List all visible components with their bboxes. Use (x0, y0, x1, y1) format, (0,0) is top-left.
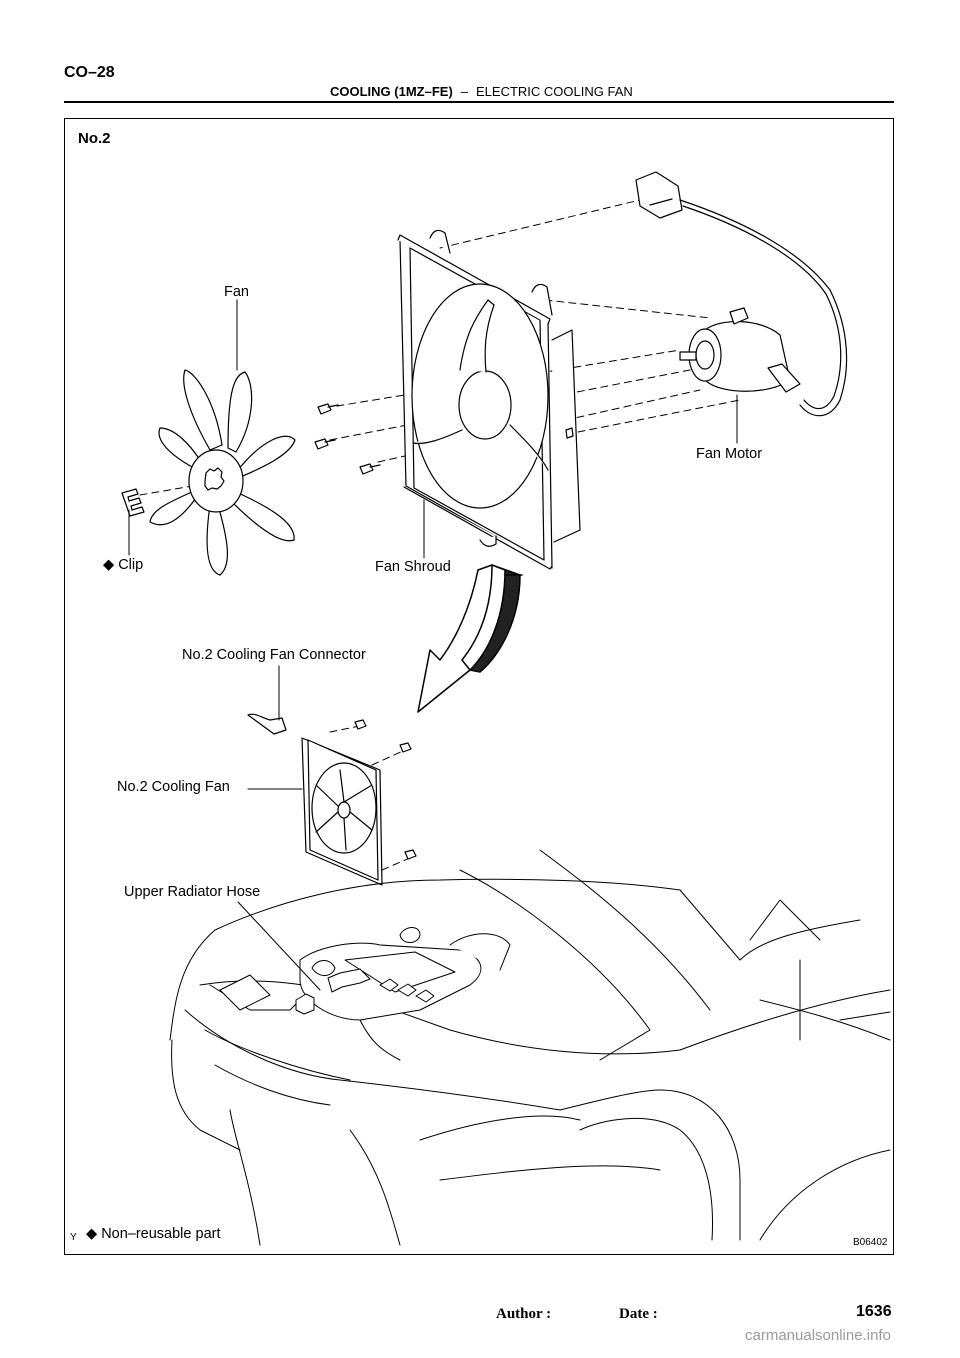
running-header: COOLING (1MZ–FE)–ELECTRIC COOLING FAN (330, 84, 633, 99)
legend: ◆ Non–reusable part (86, 1226, 221, 1242)
subsection-title: ELECTRIC COOLING FAN (476, 84, 633, 99)
direction-arrow (417, 564, 523, 713)
label-upper-radiator-hose: Upper Radiator Hose (124, 884, 261, 900)
clip-illustration (121, 488, 145, 517)
label-fan: Fan (224, 284, 249, 300)
watermark: carmanualsonline.info (745, 1327, 891, 1344)
bolt-illustrations (314, 403, 381, 475)
label-clip-text: Clip (118, 557, 144, 573)
figure-title: No.2 (78, 130, 111, 147)
fan-illustration (149, 369, 296, 576)
motor-cable-illustration (635, 171, 848, 417)
fan-motor-illustration (679, 307, 801, 393)
cooling-fan-assembly-illustration (247, 713, 417, 886)
figure-code: B06402 (853, 1237, 888, 1248)
engine-bay-illustration (219, 927, 511, 1061)
figure-tick-mark: Y (70, 1232, 77, 1243)
footer-date-label: Date : (619, 1306, 658, 1322)
label-cooling-fan-connector: No.2 Cooling Fan Connector (182, 647, 366, 663)
header-separator: – (460, 84, 469, 99)
non-reusable-marker-icon: ◆ (103, 557, 115, 573)
page-code: CO–28 (64, 64, 115, 81)
label-fan-shroud: Fan Shroud (375, 559, 451, 575)
leader-lines (128, 299, 738, 991)
fan-shroud-illustration (397, 229, 581, 570)
header-rule (64, 101, 894, 103)
footer-page-number: 1636 (856, 1303, 892, 1320)
legend-diamond-icon: ◆ (86, 1226, 98, 1242)
label-fan-motor: Fan Motor (696, 446, 763, 462)
legend-text: Non–reusable part (101, 1226, 221, 1242)
section-title: COOLING (1MZ–FE) (330, 84, 453, 99)
label-cooling-fan: No.2 Cooling Fan (117, 779, 230, 795)
car-illustration (169, 849, 891, 1246)
figure-frame (64, 118, 894, 1255)
footer-author-label: Author : (496, 1306, 552, 1322)
label-clip: ◆ Clip (103, 557, 143, 573)
